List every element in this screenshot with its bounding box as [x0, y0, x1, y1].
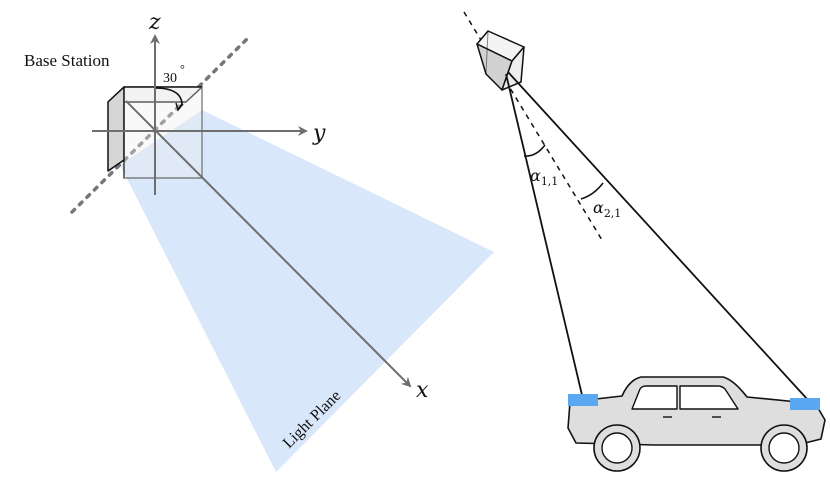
x-axis-label: x: [416, 378, 429, 403]
angle-arc-alpha-1-1: [523, 144, 546, 157]
y-axis-label: y: [312, 121, 326, 146]
car: [567, 376, 826, 472]
alpha-2-1-label: α2,1: [593, 198, 621, 220]
x-axis: [125, 100, 412, 388]
z-axis-label: z: [148, 10, 161, 35]
alpha-1-1-subscript: 1,1: [541, 175, 559, 188]
car-window-front: [631, 385, 678, 410]
degree-mark: °: [180, 62, 185, 76]
right-panel: α1,1 α2,1: [463, 11, 826, 472]
alpha-2-1-subscript: 2,1: [604, 207, 622, 220]
ray-to-sensor-2: [507, 71, 809, 401]
left-panel: z y x Base Station 30 ° Light Plane: [24, 10, 494, 472]
car-body: [567, 376, 826, 446]
car-wheel-front-hub: [601, 432, 633, 464]
base-station-label: Base Station: [24, 51, 110, 70]
car-wheel-rear-hub: [768, 432, 800, 464]
angle-30-label: 30: [163, 71, 177, 86]
light-plane: [120, 110, 494, 472]
alpha-1-1-label: α1,1: [530, 166, 558, 188]
sensor-2: [790, 398, 820, 410]
angle-arc-alpha-2-1: [580, 182, 604, 200]
car-window-rear: [679, 385, 739, 410]
angle-arc-30: [154, 87, 183, 111]
ray-to-sensor-1: [505, 73, 583, 396]
rotation-axis-dotted: [70, 36, 250, 214]
sensor-1: [568, 394, 598, 406]
alpha-2-1-symbol: α: [593, 198, 604, 217]
alpha-1-1-symbol: α: [530, 166, 541, 185]
